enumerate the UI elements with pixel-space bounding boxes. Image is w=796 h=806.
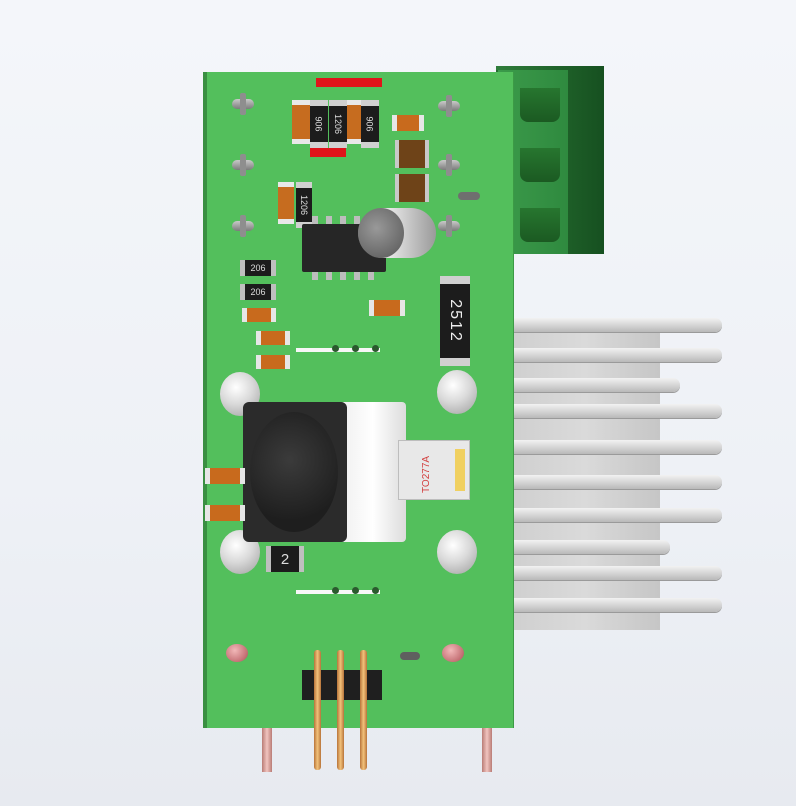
via (372, 587, 379, 594)
ic-pin (340, 272, 346, 280)
tantalum-capacitor (395, 174, 429, 202)
stud-icon (438, 154, 460, 176)
to277-package: TO277A (398, 440, 470, 500)
terminal-slot (520, 148, 560, 182)
tantalum-capacitor (395, 140, 429, 168)
via (352, 345, 359, 352)
resistor: 206 (240, 260, 276, 276)
heatsink-fin (510, 348, 722, 362)
ic-pin (312, 272, 318, 280)
pin-pad (442, 644, 464, 662)
stud-icon (232, 215, 254, 237)
ic-pin (340, 216, 346, 224)
resistor: 206 (240, 284, 276, 300)
ic-pin (354, 216, 360, 224)
ic-pin (368, 272, 374, 280)
to277-lead (455, 449, 465, 491)
heatsink-fin (510, 404, 722, 418)
terminal-slot (520, 88, 560, 122)
resistor: 906 (310, 100, 328, 148)
capacitor (278, 182, 294, 224)
inductor-marking-chip: 2 (266, 546, 304, 572)
stud-icon (232, 154, 254, 176)
mounting-hole (437, 370, 477, 414)
resistor: 1206 (329, 100, 347, 148)
heatsink-fin (510, 566, 722, 580)
capacitor (292, 100, 310, 144)
terminal-slot (520, 208, 560, 242)
heatsink-fin (510, 475, 722, 489)
header-pin (337, 650, 344, 770)
capacitor (256, 331, 290, 345)
pin-pad (226, 644, 248, 662)
capacitor (242, 308, 276, 322)
capacitor (347, 100, 361, 144)
heatsink-fin (510, 318, 722, 332)
to277-label: TO277A (421, 455, 432, 493)
heatsink-fin (510, 598, 722, 612)
via (352, 587, 359, 594)
heatsink-fin (510, 508, 722, 522)
via (332, 587, 339, 594)
ic-pin (312, 216, 318, 224)
via (332, 345, 339, 352)
small-pin (400, 652, 420, 660)
capacitor (205, 468, 245, 484)
resistor: 1206 (296, 182, 312, 228)
header-pin (360, 650, 367, 770)
ic-pin (326, 272, 332, 280)
stud-icon (232, 93, 254, 115)
capacitor-top (358, 208, 404, 258)
ic-pin (354, 272, 360, 280)
header-pin (314, 650, 321, 770)
terminal-lead (262, 728, 272, 772)
heatsink-fin (510, 440, 722, 454)
stud-icon (438, 215, 460, 237)
heatsink-fin (510, 378, 680, 392)
resistor: 906 (361, 100, 379, 148)
capacitor (392, 115, 424, 131)
capacitor (369, 300, 405, 316)
mounting-hole (437, 530, 477, 574)
ic-pin (326, 216, 332, 224)
stud-icon (438, 95, 460, 117)
small-pin (458, 192, 480, 200)
via (372, 345, 379, 352)
capacitor (256, 355, 290, 369)
red-marker (310, 148, 346, 157)
capacitor (205, 505, 245, 521)
power-resistor: 2512 (440, 276, 470, 366)
heatsink-fin (510, 540, 670, 554)
to277-body (340, 402, 406, 542)
red-marker (316, 78, 382, 87)
inductor-core (250, 412, 338, 532)
terminal-lead (482, 728, 492, 772)
